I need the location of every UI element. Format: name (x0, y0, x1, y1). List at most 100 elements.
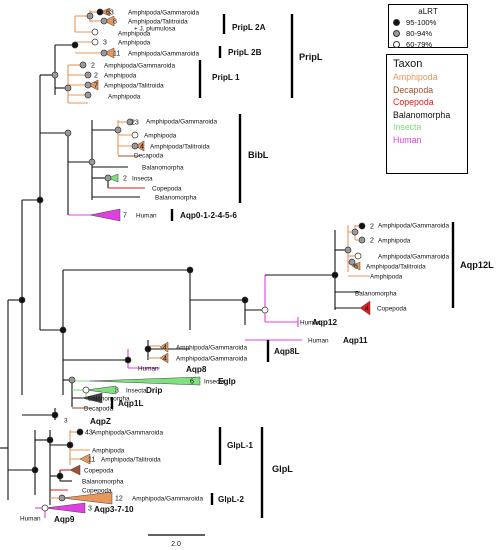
clade-label: Aqp3-7-10 (94, 505, 134, 514)
clade-count: 11 (88, 457, 95, 464)
clade-count: 7 (94, 83, 98, 90)
tip-label: Amphipoda/Gammaroida (146, 118, 217, 125)
support-node (100, 49, 108, 57)
tip-label: Balanomorpha (88, 395, 130, 402)
support-node (348, 258, 356, 266)
tip-label: Insecta (126, 387, 147, 394)
tip-label: Amphipoda (104, 72, 137, 79)
tip-label: Decapoda (84, 405, 114, 412)
clade-count: 4 (163, 356, 167, 363)
taxon-legend-title: Taxon (393, 58, 423, 70)
support-node (36, 196, 44, 204)
tip-label: Human (136, 212, 157, 219)
clade-label: PripL 2B (228, 48, 262, 57)
collapsed-clade-triangle (159, 341, 169, 353)
support-nodes (18, 8, 366, 512)
tip-label: Insecta (204, 378, 225, 385)
support-node (124, 356, 132, 364)
clade-label: Eglp (218, 377, 236, 386)
support-legend: aLRT 95-100% 80-94% 60-79% (388, 4, 468, 49)
taxon-legend-item: Insecta (393, 122, 422, 133)
tip-label: Amphipoda (108, 93, 141, 100)
support-node (84, 91, 92, 99)
support-node (41, 504, 49, 512)
collapsed-clade-triangle (107, 173, 119, 183)
support-node (59, 326, 67, 334)
support-node (46, 436, 54, 444)
tip-label: Amphipoda/Gammaroida (104, 62, 175, 69)
collapsed-clade-triangle (134, 140, 145, 152)
collapsed-clade-triangle (99, 7, 111, 17)
clade-label: GlpL-1 (227, 441, 253, 450)
clade-count: 6 (354, 264, 358, 271)
tip-label: Copepoda (377, 305, 407, 312)
clade-count: 23 (131, 120, 139, 127)
tip-label: Human (300, 319, 321, 326)
taxon-legend-item: Decapoda (393, 84, 434, 95)
clade-label: Aqp8L (274, 347, 299, 356)
collapsed-clade-triangle (69, 464, 81, 476)
support-node (31, 466, 39, 474)
support-legend-row: 80-94% (393, 28, 463, 39)
clade-label: PripL 1 (212, 73, 240, 82)
support-node (186, 266, 194, 274)
tip-label: Copepoda (84, 467, 114, 474)
support-node (58, 494, 66, 502)
taxon-legend-item: Copepoda (393, 97, 434, 108)
white-dot-icon (393, 41, 400, 48)
clade-count: 2 (370, 238, 374, 245)
grey-dot-icon (393, 30, 400, 37)
clade-count: 2 (94, 73, 98, 80)
support-node (96, 8, 104, 16)
tip-label: Copepoda (152, 185, 182, 192)
support-node (51, 411, 59, 419)
support-node (56, 472, 64, 480)
tip-label: Human (20, 515, 41, 522)
clade-count: 3 (103, 40, 107, 47)
tip-label: Amphipoda/Gammaroida (132, 495, 203, 502)
tip-label: Human (138, 365, 159, 372)
tip-label: Decapoda (134, 152, 164, 159)
support-node (144, 345, 152, 353)
support-node (358, 222, 366, 230)
tip-label: Balanomorpha (142, 164, 184, 171)
clade-count: 4 (140, 144, 144, 151)
support-node (344, 246, 352, 254)
clade-count: 6 (190, 379, 194, 386)
tip-label: Amphipoda/Talitroida (128, 18, 188, 25)
collapsed-clade-triangle (103, 47, 115, 59)
clade-count: 11 (113, 51, 120, 58)
support-node (18, 296, 26, 304)
clade-label: Drip (146, 386, 162, 395)
support-node (66, 441, 74, 449)
tip-label: Amphipoda/Gammaroida (92, 429, 163, 436)
clade-label: Aqp1L (118, 399, 143, 408)
support-node (64, 129, 72, 137)
tip-label: Amphipoda (378, 237, 411, 244)
support-node (91, 38, 99, 46)
support-legend-label: 60-79% (406, 40, 433, 49)
support-node (358, 236, 366, 244)
support-legend-row: 95-100% (393, 17, 463, 28)
clade-bars (110, 14, 455, 518)
tip-label: Amphipoda/Talitroida (101, 456, 161, 463)
support-node (354, 252, 362, 260)
tip-label: Amphipoda/Gammaroida (378, 253, 449, 260)
tip-label: Human (308, 337, 329, 344)
clade-label: Aqp12 (312, 318, 337, 327)
clade-count: 3 (115, 388, 119, 395)
collapsed-clade-triangle (85, 385, 117, 395)
collapsed-clade-triangle (79, 453, 91, 465)
clade-count: 2 (91, 63, 95, 70)
support-node (104, 174, 112, 182)
collapsed-clades (44, 7, 371, 514)
clade-label: PripL 2A (232, 23, 266, 32)
support-node (91, 28, 99, 36)
support-node (64, 84, 72, 92)
collapsed-clade-triangle (351, 261, 361, 271)
collapsed-clade-triangle (81, 392, 103, 404)
clade-label: GlpL (272, 464, 293, 474)
